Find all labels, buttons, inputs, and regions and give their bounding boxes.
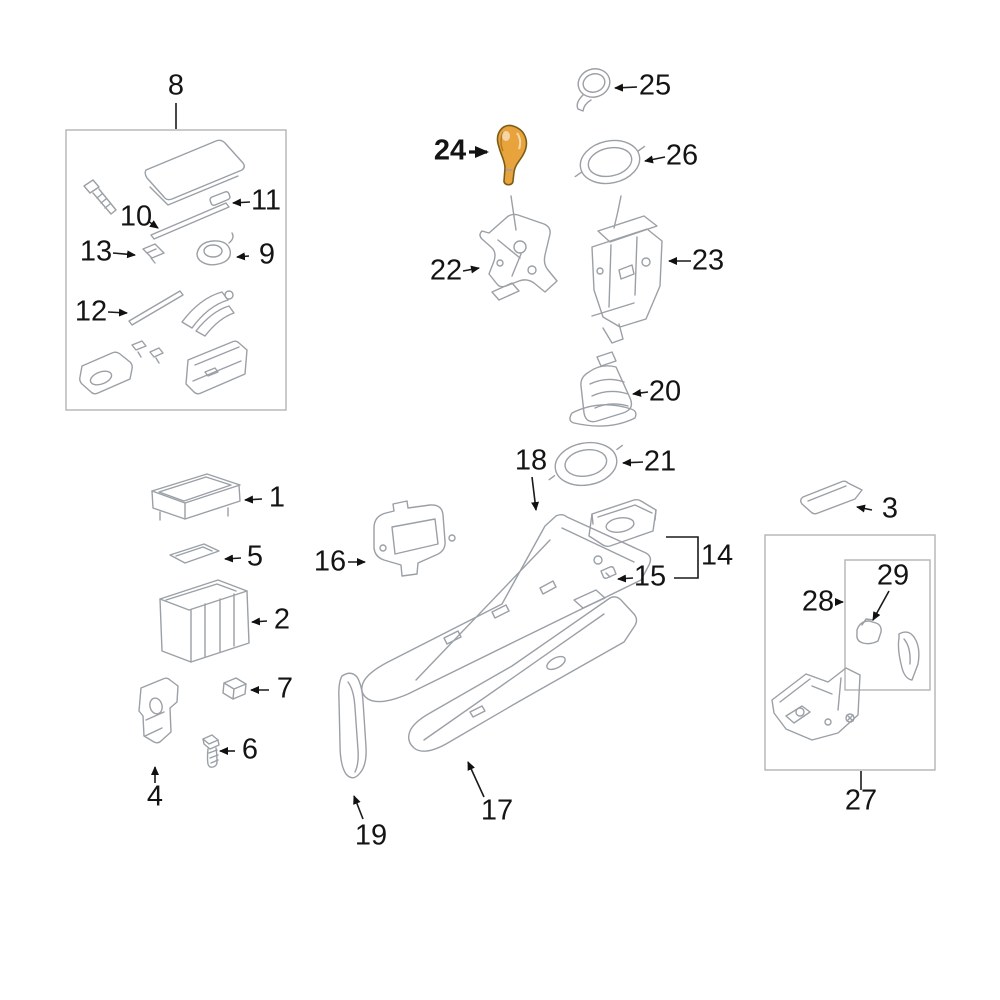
part-26-boot-ring-drawing [574, 139, 646, 185]
part-label-24: 24 [433, 134, 467, 167]
part-label-13: 13 [79, 235, 113, 268]
leader-19 [353, 795, 364, 820]
part-label-25: 25 [638, 69, 672, 102]
leader-1 [244, 495, 263, 504]
part-20-shift-boot-drawing [569, 351, 637, 427]
part-label-15: 15 [633, 560, 667, 593]
part-label-18: 18 [514, 444, 548, 477]
part-label-12: 12 [74, 295, 108, 328]
part-label-21: 21 [643, 445, 677, 478]
part-24-shift-knob-drawing [496, 124, 528, 186]
part-label-26: 26 [665, 139, 699, 172]
part-2-console-bin-drawing [159, 579, 250, 663]
part-25-cap-drawing [576, 68, 611, 112]
part-label-10: 10 [119, 200, 153, 233]
part-label-9: 9 [258, 238, 276, 271]
leader-21 [622, 458, 644, 467]
part-27-bracket-kit-drawing [764, 534, 936, 771]
part-21-bezel-drawing [548, 441, 624, 487]
leader-25 [614, 83, 638, 92]
part-5-mat-drawing [169, 543, 220, 564]
part-19-side-trim-drawing [338, 672, 367, 779]
leader-17 [467, 761, 485, 798]
leader-lines [107, 83, 890, 820]
leader-22 [462, 265, 480, 274]
leader-5 [224, 554, 242, 563]
part-6-bolt-drawing [202, 734, 220, 768]
leader-15 [617, 574, 634, 583]
part-23-shifter-assembly-drawing [591, 195, 663, 344]
leader-12 [107, 308, 128, 317]
part-label-5: 5 [246, 540, 264, 573]
part-label-19: 19 [354, 819, 388, 852]
part-label-14: 14 [700, 539, 734, 572]
leader-2 [251, 617, 268, 626]
leader-29 [872, 590, 890, 621]
part-label-6: 6 [241, 733, 259, 766]
leader-14-bracket [666, 536, 699, 579]
part-8-armrest-kit-drawing [65, 129, 287, 411]
part-4-side-bracket-drawing [138, 677, 179, 744]
part-17-console-panels-drawing [361, 514, 652, 752]
leader-11 [232, 198, 251, 207]
part-label-23: 23 [691, 244, 725, 277]
part-label-20: 20 [648, 375, 682, 408]
part-label-2: 2 [273, 603, 291, 636]
leader-18 [531, 476, 540, 511]
part-7-cap-drawing [222, 677, 247, 700]
part-label-16: 16 [313, 545, 347, 578]
leader-13 [112, 250, 136, 259]
leader-26 [644, 155, 666, 164]
leader-3 [856, 504, 873, 513]
leader-10 [147, 220, 159, 229]
part-label-3: 3 [881, 492, 899, 525]
part-label-27: 27 [844, 784, 878, 817]
part-label-7: 7 [276, 672, 294, 705]
part-label-17: 17 [480, 794, 514, 827]
part-16-mount-bracket-drawing [373, 500, 456, 577]
part-29-clips-drawing [856, 618, 920, 681]
part-label-4: 4 [146, 780, 164, 813]
part-3-trim-strip-drawing [800, 480, 863, 515]
part-label-22: 22 [429, 254, 463, 287]
part-label-29: 29 [876, 559, 910, 592]
part-14-cupholder-drawing [588, 498, 657, 548]
part-label-11: 11 [250, 184, 282, 217]
leader-20 [632, 388, 649, 397]
part-label-28: 28 [801, 585, 835, 618]
part-label-8: 8 [167, 69, 185, 102]
part-15-clip-drawing [600, 566, 617, 579]
part-label-1: 1 [268, 481, 286, 514]
part-22-shifter-bracket-drawing [479, 195, 558, 301]
part-1-storage-tray-drawing [151, 473, 241, 521]
leader-9 [236, 252, 250, 261]
